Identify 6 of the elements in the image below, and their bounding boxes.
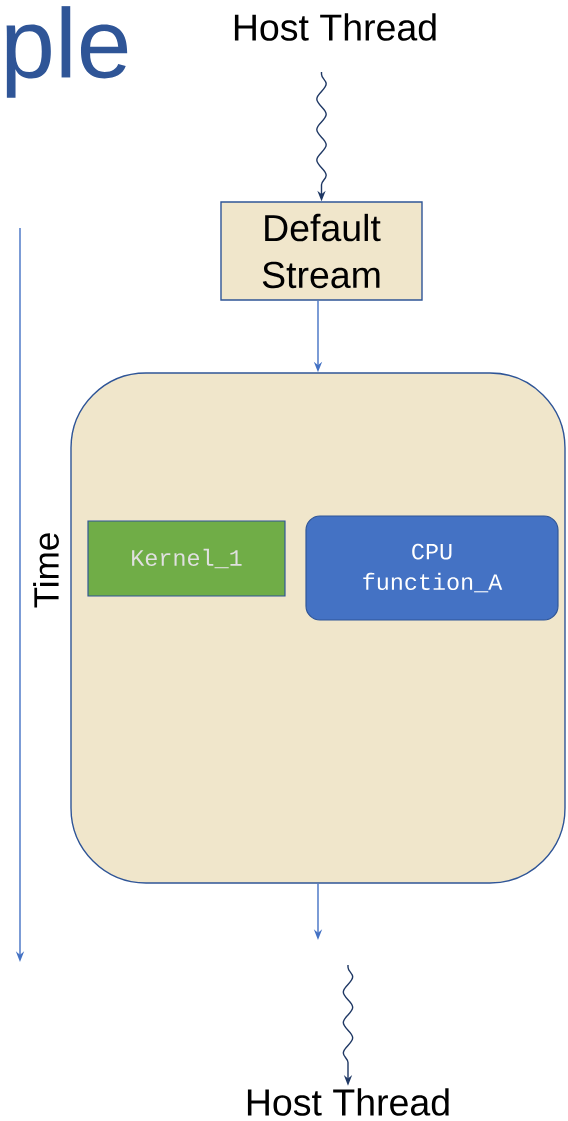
function-box: CPU function_A <box>305 515 559 621</box>
thread-label: Host Thread <box>247 1088 449 1116</box>
title-text: ple <box>6 6 128 98</box>
stream-box: Default Stream <box>220 201 423 301</box>
kernel-box: Kernel_1 <box>87 520 286 597</box>
thread-label: Host Thread <box>234 13 436 41</box>
